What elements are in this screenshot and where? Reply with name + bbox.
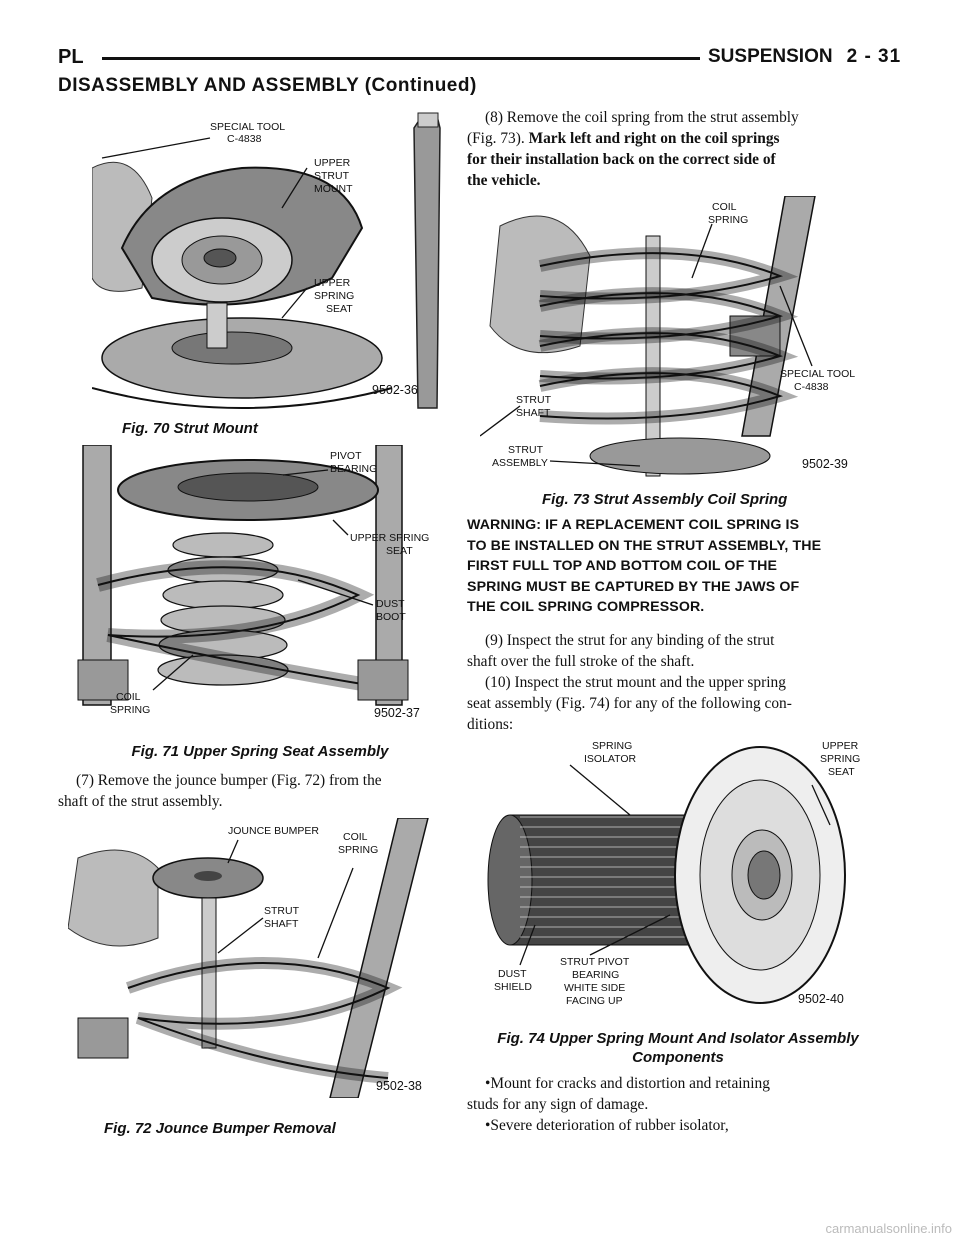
fig71-label-boot: BOOT [376, 611, 406, 623]
fig74-label-bearing: BEARING [572, 969, 619, 981]
bullet1-text: Mount for cracks and distortion and reta… [490, 1075, 770, 1092]
fig71-label-spring: SPRING [110, 704, 150, 716]
step10-line1: (10) Inspect the strut mount and the upp… [485, 674, 786, 691]
section-title: DISASSEMBLY AND ASSEMBLY (Continued) [58, 75, 477, 96]
fig74-label-spring: SPRING [592, 740, 632, 752]
step8-figref: (Fig. 73). [467, 130, 529, 147]
fig74-caption: Fig. 74 Upper Spring Mount And Isolator … [470, 1029, 886, 1067]
bullet2-line1: •Severe deterioration of rubber isolator… [467, 1115, 887, 1136]
bullet1-line2: studs for any sign of damage. [467, 1096, 649, 1113]
fig70-label-strut: STRUT [314, 170, 350, 182]
step10-line2: seat assembly (Fig. 74) for any of the f… [467, 695, 792, 712]
fig71-label-seat: SEAT [386, 545, 413, 557]
step8-line4: the vehicle. [467, 172, 541, 189]
fig74-illustration: SPRING ISOLATOR UPPER SPRING SEAT DUST S… [480, 735, 884, 1015]
fig73-label-shaft: SHAFT [516, 407, 551, 419]
fig70-label-seat: SEAT [326, 303, 353, 315]
fig73-code: 9502-39 [802, 457, 848, 471]
header-section: SUSPENSION [708, 46, 833, 67]
step7-line2: shaft of the strut assembly. [58, 793, 223, 810]
fig70-label-mount: MOUNT [314, 183, 353, 195]
fig70-label-spring: SPRING [314, 290, 354, 302]
fig73-label-coil: COIL [712, 201, 737, 213]
fig72-label-strut: STRUT [264, 905, 300, 917]
fig73-caption: Fig. 73 Strut Assembly Coil Spring [542, 491, 788, 508]
fig73-label-strut2: STRUT [508, 444, 544, 456]
fig74-label-pivot: STRUT PIVOT [560, 956, 630, 968]
fig71-label-bearing: BEARING [330, 463, 377, 475]
bullet2-symbol: • [485, 1117, 491, 1134]
fig74-caption-line1: Fig. 74 Upper Spring Mount And Isolator … [497, 1030, 859, 1047]
fig72-label-coil: COIL [343, 831, 368, 843]
fig74-label-facing-up: FACING UP [566, 995, 623, 1007]
step8-line2: (Fig. 73). Mark left and right on the co… [467, 128, 887, 149]
fig74-label-dust: DUST [498, 968, 527, 980]
bullet1-symbol: • [485, 1075, 491, 1092]
warning-line5: THE COIL SPRING COMPRESSOR. [467, 599, 705, 616]
fig70-caption: Fig. 70 Strut Mount [122, 420, 258, 437]
fig70-label-tool: SPECIAL TOOL [210, 121, 285, 133]
fig71-illustration: PIVOT BEARING UPPER SPRING SEAT DUST BOO… [58, 445, 462, 725]
fig72-code: 9502-38 [376, 1079, 422, 1093]
step7-paragraph: (7) Remove the jounce bumper (Fig. 72) f… [58, 770, 462, 812]
warning-line4: SPRING MUST BE CAPTURED BY THE JAWS OF [467, 578, 800, 595]
step9-line2: shaft over the full stroke of the shaft. [467, 653, 695, 670]
step8-bold1: Mark left and right on the coil springs [528, 130, 780, 147]
fig72-label-spring: SPRING [338, 844, 378, 856]
fig70-label-upper: UPPER [314, 157, 351, 169]
fig74-label-shield: SHIELD [494, 981, 532, 993]
warning-line1: WARNING: IF A REPLACEMENT COIL SPRING IS [467, 517, 800, 533]
step9-line1: (9) Inspect the strut for any binding of… [485, 632, 775, 649]
fig72-illustration: JOUNCE BUMPER COIL SPRING STRUT SHAFT 95… [68, 818, 462, 1098]
fig70-illustration: SPECIAL TOOL C-4838 UPPER STRUT MOUNT UP… [92, 108, 462, 416]
fig74-label-isolator: ISOLATOR [584, 753, 637, 765]
fig74-label-spring2: SPRING [820, 753, 860, 765]
fig71-label-dust: DUST [376, 598, 405, 610]
warning-block: WARNING: IF A REPLACEMENT COIL SPRING IS… [467, 515, 897, 618]
header-manual-code: PL [58, 46, 84, 68]
fig74-label-seat: SEAT [828, 766, 855, 778]
fig74-code: 9502-40 [798, 992, 844, 1006]
fig71-label-coil: COIL [116, 691, 141, 703]
step9-paragraph: (9) Inspect the strut for any binding of… [467, 630, 887, 735]
fig73-label-tool-num: C-4838 [794, 381, 829, 393]
fig72-caption: Fig. 72 Jounce Bumper Removal [104, 1120, 336, 1137]
fig71-code: 9502-37 [374, 706, 420, 720]
fig72-label-jounce: JOUNCE BUMPER [228, 825, 319, 837]
header-page-number: 2 - 31 [846, 46, 902, 67]
fig73-label-strut: STRUT [516, 394, 552, 406]
step10-line3: ditions: [467, 716, 514, 733]
fig74-caption-line2: Components [632, 1049, 724, 1066]
step8-paragraph: (8) Remove the coil spring from the stru… [467, 107, 887, 191]
fig73-illustration: COIL SPRING SPECIAL TOOL C-4838 STRUT SH… [480, 196, 884, 480]
fig74-label-upper: UPPER [822, 740, 859, 752]
fig73-label-tool: SPECIAL TOOL [780, 368, 855, 380]
warning-line2: TO BE INSTALLED ON THE STRUT ASSEMBLY, T… [467, 537, 822, 554]
header-right: SUSPENSION 2 - 31 [708, 46, 901, 68]
fig71-caption: Fig. 71 Upper Spring Seat Assembly [131, 743, 389, 760]
bullet1-line1: •Mount for cracks and distortion and ret… [467, 1073, 887, 1094]
fig71-label-pivot: PIVOT [330, 450, 362, 462]
fig72-label-shaft: SHAFT [264, 918, 299, 930]
fig73-label-spring: SPRING [708, 214, 748, 226]
fig70-label-upper2: UPPER [314, 277, 351, 289]
fig74-label-white-side: WHITE SIDE [564, 982, 625, 994]
fig70-label-tool-num: C-4838 [227, 133, 262, 145]
fig71-label-upper-spring: UPPER SPRING [350, 532, 429, 544]
header-rule [102, 57, 700, 60]
step7-line1: (7) Remove the jounce bumper (Fig. 72) f… [76, 772, 382, 789]
fig70-code: 9502-36 [372, 383, 418, 397]
warning-line3: FIRST FULL TOP AND BOTTOM COIL OF THE [467, 558, 778, 575]
step8-line1: (8) Remove the coil spring from the stru… [485, 109, 799, 126]
bullet2-text: Severe deterioration of rubber isolator, [490, 1117, 729, 1134]
step8-line3: for their installation back on the corre… [467, 151, 776, 168]
footer-watermark[interactable]: carmanualsonline.info [825, 1221, 952, 1236]
condition-list: •Mount for cracks and distortion and ret… [467, 1073, 887, 1136]
fig73-label-assembly: ASSEMBLY [492, 457, 548, 469]
